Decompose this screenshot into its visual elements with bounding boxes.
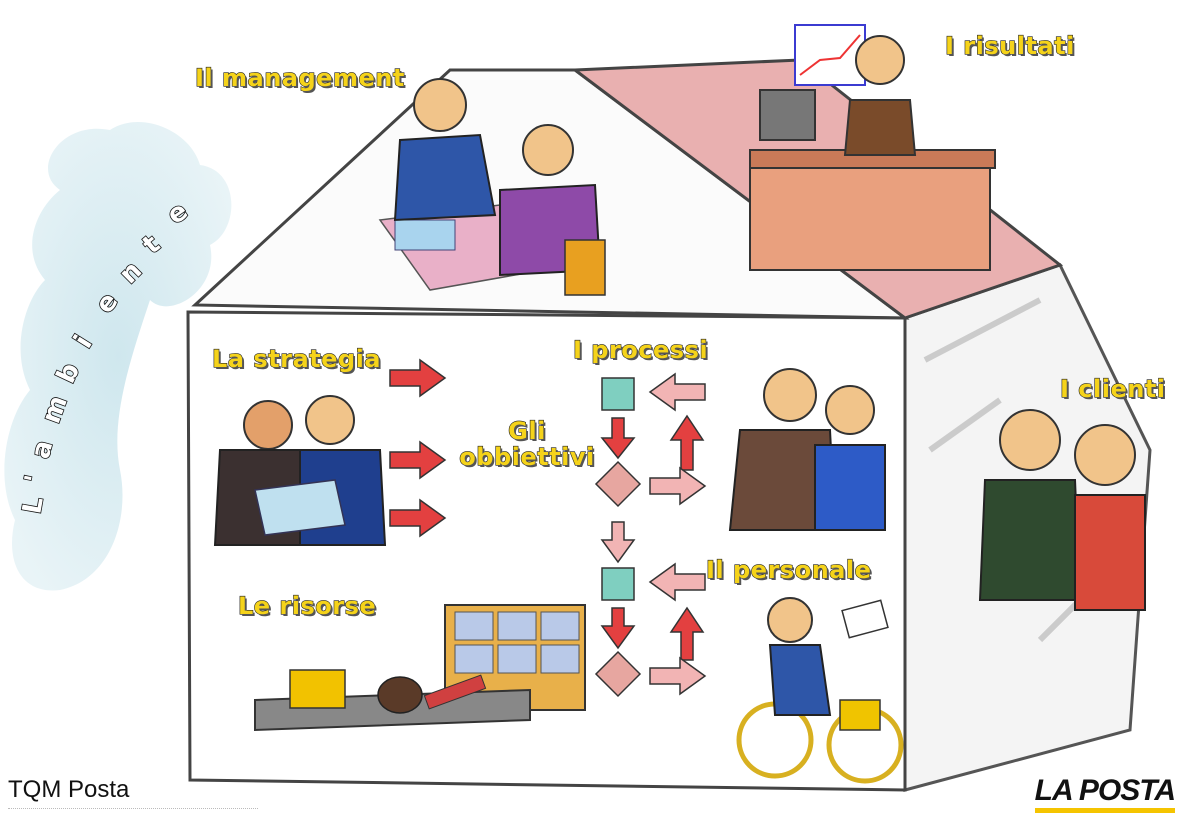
label-objectives: Gli obbiettivi xyxy=(452,417,602,471)
la-posta-logo: LA POSTA xyxy=(1034,774,1176,813)
arrow-up-top xyxy=(669,414,705,471)
label-strategy: La strategia xyxy=(211,344,381,373)
environment-cloud xyxy=(4,122,232,591)
arrow-right-3 xyxy=(389,498,447,538)
label-resources: Le risorse xyxy=(237,591,377,620)
arrow-up-bottom xyxy=(669,606,705,661)
staff-illustration xyxy=(728,368,886,531)
arrow-left-bottom xyxy=(648,562,706,602)
process-diamond-top xyxy=(594,460,642,508)
arrow-left-top xyxy=(648,372,706,412)
label-objectives-line1: Gli xyxy=(508,417,546,445)
footer-fine-print xyxy=(8,808,258,812)
label-customers: I clienti xyxy=(1059,374,1166,403)
label-staff: Il personale xyxy=(705,555,872,584)
arrow-down-top xyxy=(600,417,636,460)
env-letter-1: L xyxy=(17,495,49,517)
results-desk xyxy=(749,24,996,271)
label-management: Il management xyxy=(194,63,405,92)
label-results: I risultati xyxy=(944,31,1075,60)
arrow-right-1 xyxy=(389,358,447,398)
postman-illustration xyxy=(736,597,904,784)
label-objectives-line2: obbiettivi xyxy=(459,443,595,471)
arrow-down-bottom xyxy=(600,607,636,650)
process-square-bottom xyxy=(601,567,635,601)
footer-title: TQM Posta xyxy=(8,776,130,803)
arrow-right-2 xyxy=(389,440,447,480)
process-cycle-bottom xyxy=(594,562,707,698)
arrow-right-bottom xyxy=(649,656,707,696)
resources-illustration xyxy=(254,604,586,732)
strategy-arrows xyxy=(389,358,447,538)
process-diamond-bottom xyxy=(594,650,642,698)
customers-illustration xyxy=(978,409,1146,611)
strategy-illustration xyxy=(213,395,387,546)
process-cycle-top xyxy=(594,372,707,564)
management-illustration xyxy=(378,78,606,296)
house-front-wall xyxy=(186,310,907,792)
arrow-right-top xyxy=(649,466,707,506)
process-square-top xyxy=(601,377,635,411)
label-processes: I processi xyxy=(572,335,709,364)
arrow-down-link xyxy=(600,521,636,564)
